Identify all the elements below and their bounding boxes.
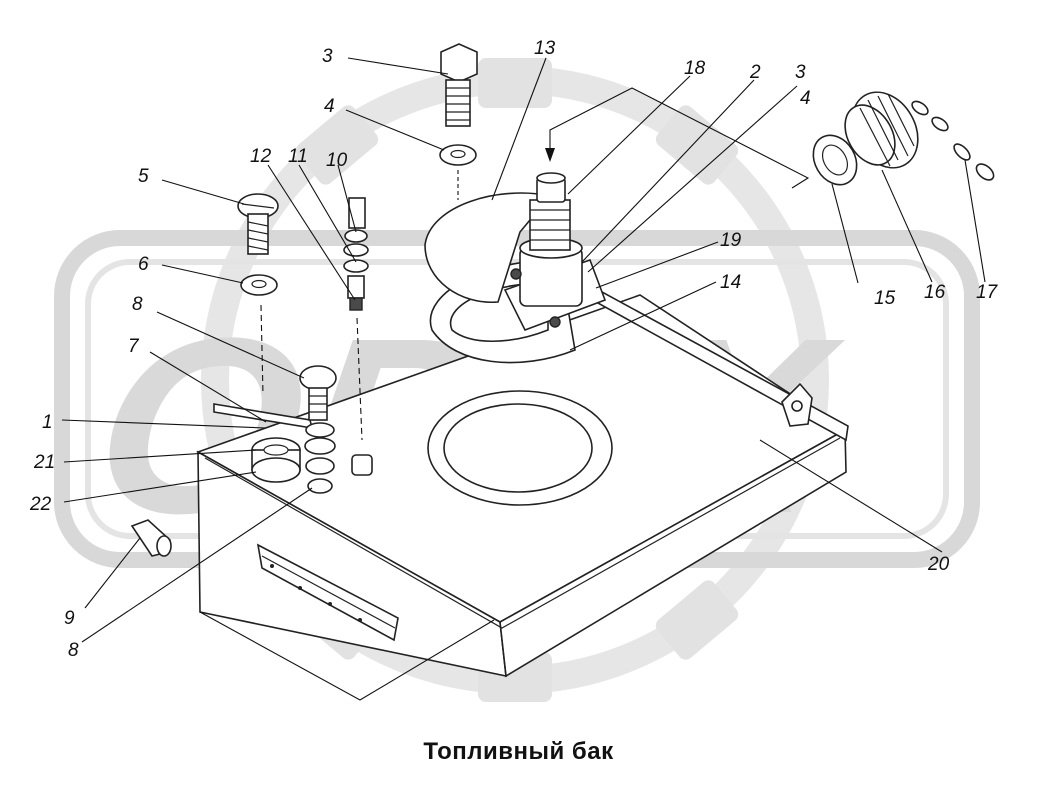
callout-6: 6	[138, 254, 149, 275]
callout-9: 9	[64, 608, 75, 629]
callout-11: 11	[288, 146, 308, 167]
callout-3-left: 3	[322, 46, 333, 67]
filler-cap-16	[844, 91, 919, 169]
bolt-8	[299, 365, 337, 494]
callout-13: 13	[534, 38, 556, 59]
callout-3-right: 3	[795, 62, 806, 83]
washer-6	[240, 274, 278, 296]
callout-22: 22	[29, 494, 52, 515]
fitting-9	[130, 519, 172, 557]
callout-4-left: 4	[324, 96, 335, 117]
bolt-3-top	[440, 43, 478, 127]
callout-labels: 3 4 5 6 8 7 1 21 22 9 8 12 11 10 13 18 2…	[29, 38, 999, 661]
callout-19: 19	[720, 230, 742, 251]
callout-1: 1	[42, 412, 53, 433]
leader-lines	[61, 57, 986, 701]
callout-8-lower: 8	[68, 640, 79, 661]
nut-small	[351, 454, 373, 476]
fuel-tank-exploded-view: OPEX	[29, 38, 999, 702]
callout-12: 12	[250, 146, 272, 167]
sender-unit	[503, 172, 607, 332]
callout-5: 5	[138, 166, 149, 187]
figure-caption: Топливный бак	[423, 738, 614, 765]
callout-18: 18	[684, 58, 706, 79]
watermark-gear	[201, 58, 829, 702]
chain-17	[911, 100, 995, 181]
screw-5	[237, 193, 279, 255]
cap-seal-15	[812, 134, 858, 186]
stud-10-11-12	[343, 197, 369, 311]
callout-10: 10	[326, 150, 348, 171]
callout-20: 20	[927, 554, 950, 575]
callout-14: 14	[720, 272, 741, 293]
nut-21-22	[251, 437, 301, 483]
washer-4-top	[439, 144, 477, 200]
callout-2: 2	[749, 62, 761, 83]
callout-8-upper: 8	[132, 294, 143, 315]
callout-16: 16	[924, 282, 946, 303]
callout-15: 15	[874, 288, 896, 309]
callout-7: 7	[128, 336, 140, 357]
callout-17: 17	[976, 282, 999, 303]
gasket-ring	[427, 390, 613, 506]
callout-4-right: 4	[800, 88, 811, 109]
callout-21: 21	[33, 452, 55, 473]
